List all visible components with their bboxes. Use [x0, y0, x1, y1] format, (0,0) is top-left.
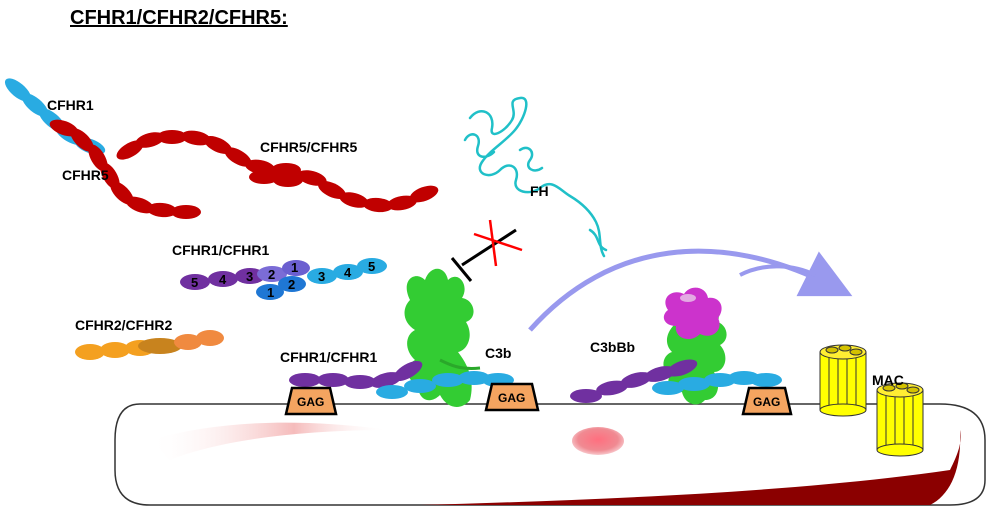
cfhr1-cfhr5-heterodimer: CFHR1 CFHR5	[4, 78, 201, 219]
domain-number: 5	[191, 275, 198, 290]
domain-number: 1	[267, 285, 274, 300]
c3bbb-label: C3bBb	[590, 339, 635, 355]
cfhr1-homodimer-free: 5 4 3 2 1 1 2 3 4 5 CFHR1/CFHR1	[172, 242, 387, 300]
nucleus	[572, 427, 624, 455]
domain-number: 2	[288, 277, 295, 292]
domain-number: 5	[368, 259, 375, 274]
cfhr1-dimer-label: CFHR1/CFHR1	[172, 242, 269, 258]
diagram-title: CFHR1/CFHR2/CFHR5:	[70, 7, 288, 29]
c3b-complex: CFHR1/CFHR1 C3b	[280, 268, 514, 407]
domain-number: 3	[246, 269, 253, 284]
domain-number: 4	[344, 265, 352, 280]
fh-molecule: FH	[463, 96, 608, 258]
c3bbb-complex: C3bBb	[570, 287, 782, 405]
cfhr5-label: CFHR5	[62, 167, 109, 183]
mac-pore	[819, 344, 867, 417]
domain-number: 2	[268, 267, 275, 282]
gag-label: GAG	[297, 395, 324, 409]
cfhr1-label: CFHR1	[47, 97, 94, 113]
gag-block: GAG	[284, 386, 338, 416]
gag-label: GAG	[753, 395, 780, 409]
blocked-inhibition-icon	[450, 219, 523, 282]
mac-label: MAC	[872, 372, 904, 388]
cfhr2-homodimer: CFHR2/CFHR2	[75, 317, 224, 360]
gag-block: GAG	[741, 386, 793, 416]
gag-label: GAG	[498, 391, 525, 405]
gag-block: GAG	[484, 382, 540, 412]
cfhr2-dimer-label: CFHR2/CFHR2	[75, 317, 172, 333]
cell	[114, 403, 986, 506]
cfhr5-homodimer: CFHR5/CFHR5	[116, 130, 439, 213]
cfhr1-dimer-bound-label: CFHR1/CFHR1	[280, 349, 377, 365]
c3b-label: C3b	[485, 345, 511, 361]
domain-number: 1	[291, 260, 298, 275]
mac-complex: MAC	[819, 344, 924, 457]
cfhr5-chain	[49, 119, 201, 219]
activation-arrows	[528, 248, 853, 332]
cfhr5-dimer-label: CFHR5/CFHR5	[260, 139, 357, 155]
domain-number: 3	[318, 269, 325, 284]
fh-label: FH	[530, 183, 549, 199]
domain-number: 4	[219, 272, 227, 287]
mac-pore	[876, 382, 924, 457]
